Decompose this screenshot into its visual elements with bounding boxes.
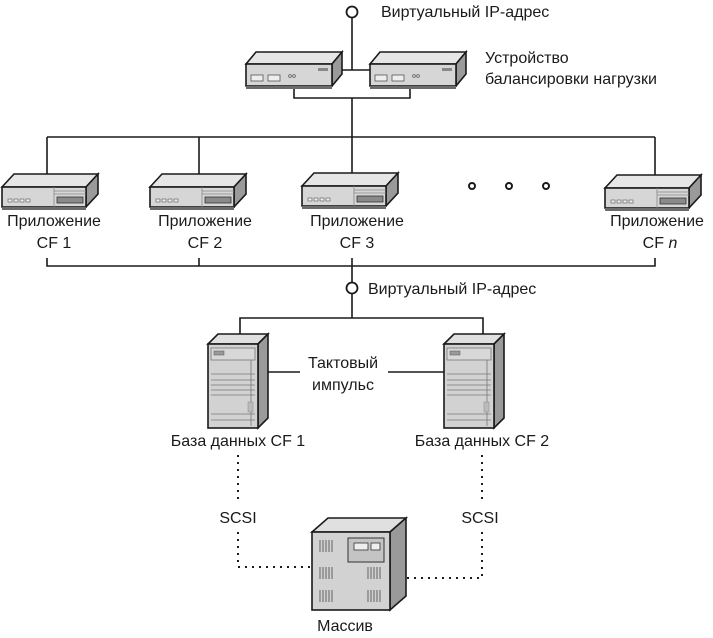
ellipsis-dot	[505, 182, 513, 190]
app-1-line1: Приложение	[7, 213, 101, 230]
app-n-line2: CF n	[643, 235, 678, 252]
storage-array-icon	[311, 517, 407, 611]
app-3-line2: CF 3	[340, 235, 375, 252]
ellipsis-dots	[468, 182, 550, 190]
scsi-right-lower	[406, 532, 483, 579]
ellipsis-dot	[468, 182, 476, 190]
scsi-left-label: SCSI	[219, 510, 256, 527]
app-1-line2: CF 1	[37, 235, 72, 252]
load-balancer-label-line2: балансировки нагрузки	[485, 71, 657, 88]
app-bottom-bus	[46, 258, 656, 267]
app-2-line2: CF 2	[188, 235, 223, 252]
vip-bottom-label: Виртуальный IP-адрес	[368, 281, 536, 298]
database-server-icon	[207, 333, 269, 429]
app-n-italic: n	[668, 235, 677, 252]
array-label: Массив	[317, 618, 373, 635]
app-n-line1: Приложение	[610, 213, 704, 230]
app-label-1: Приложение CF 1	[7, 213, 101, 252]
app-server-icon	[1, 173, 99, 211]
app-label-3: Приложение CF 3	[310, 213, 404, 252]
db-1-label: База данных CF 1	[171, 433, 306, 450]
ellipsis-dot	[542, 182, 550, 190]
scsi-right-label: SCSI	[461, 510, 498, 527]
heartbeat-line1: Тактовый	[308, 355, 378, 372]
db-bus	[239, 317, 484, 335]
load-balancer-icon	[245, 51, 343, 90]
load-balancer-icon	[369, 51, 467, 90]
app-server-icon	[604, 174, 702, 212]
app-n-prefix: CF	[643, 235, 669, 252]
db-2-label: База данных CF 2	[415, 433, 550, 450]
app-label-n: Приложение CF n	[610, 213, 704, 252]
load-balancer-label-line1: Устройство	[485, 50, 569, 67]
app-server-icon	[301, 172, 399, 210]
vip-top-label: Виртуальный IP-адрес	[381, 4, 549, 21]
database-server-icon	[443, 333, 505, 429]
app-server-icon	[149, 173, 247, 211]
virtual-ip-icon	[345, 5, 359, 19]
app-2-line1: Приложение	[158, 213, 252, 230]
app-3-line1: Приложение	[310, 213, 404, 230]
app-label-2: Приложение CF 2	[158, 213, 252, 252]
virtual-ip-icon	[345, 281, 359, 295]
heartbeat-line2: импульс	[312, 377, 374, 394]
wires	[46, 17, 656, 579]
scsi-left-lower	[237, 532, 312, 568]
